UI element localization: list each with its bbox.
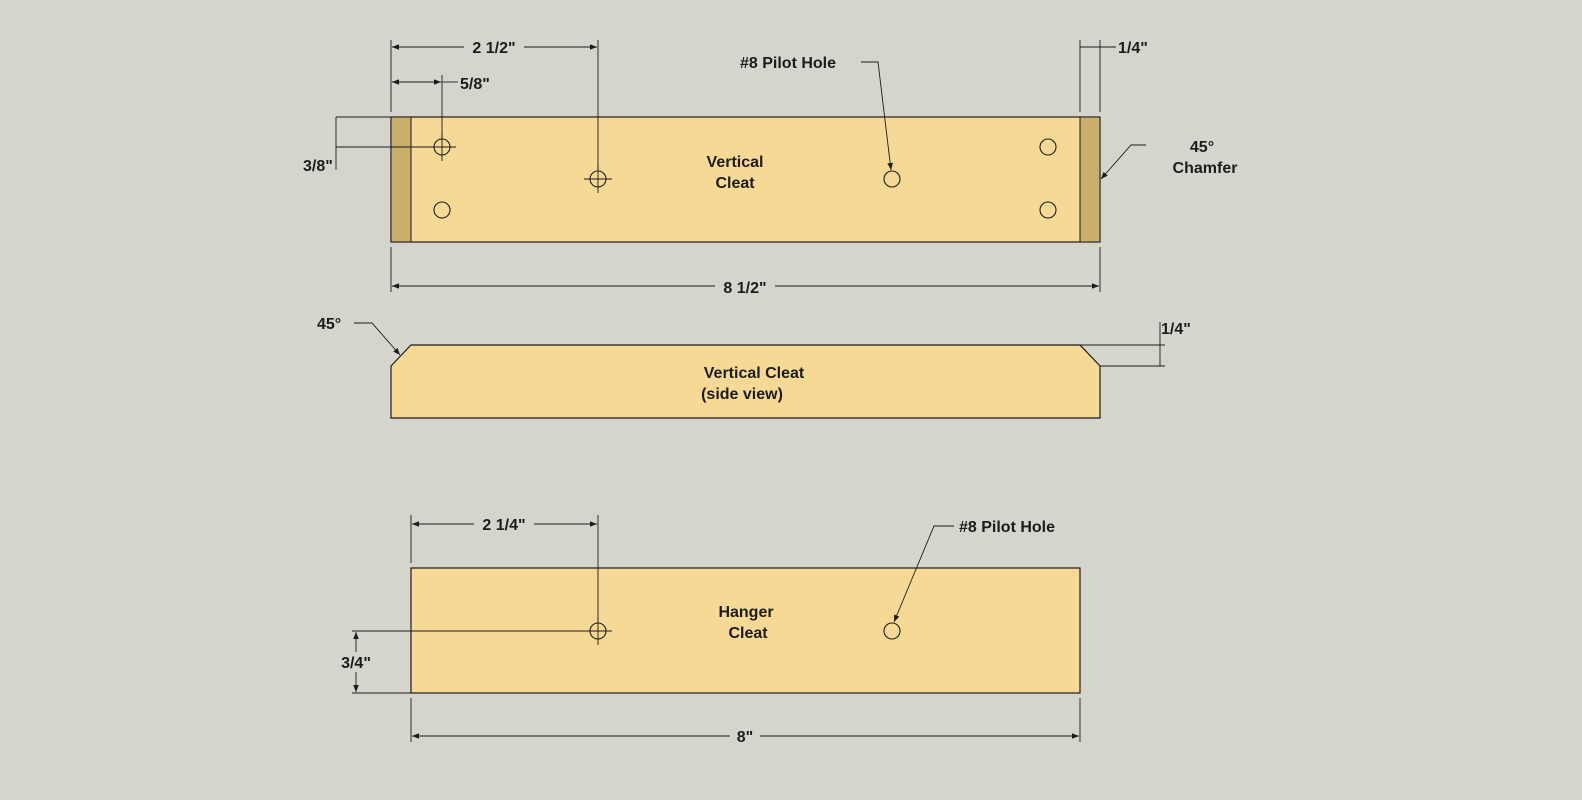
dim-chamfer-width-label: 1/4" [1118,40,1148,57]
dim-edge-hole-label: 5/8" [460,76,490,93]
hanger-cleat: Hanger Cleat 2 1/4" 3/4" 8" #8 Pilot Hol… [336,514,1081,746]
vertical-cleat-label: Vertical [707,154,764,171]
dim-hole-spacing-label: 2 1/2" [472,40,515,57]
dim-hole-offset-label: 3/8" [303,158,333,175]
side-view-label: Vertical Cleat [704,365,805,382]
side-view-label: (side view) [701,386,783,403]
angle-callout: 45° [317,316,341,333]
vertical-cleat-top-view: Vertical Cleat 2 1/2" 5/8" 3/8" 1/4" 8 1… [303,37,1237,297]
dim-hanger-height-label: 3/4" [341,655,371,672]
vertical-cleat-label: Cleat [715,175,755,192]
dim-length-label: 8 1/2" [723,280,766,297]
pilot-hole-callout: #8 Pilot Hole [740,55,836,72]
pilot-hole [433,201,451,219]
hanger-pilot-hole-callout: #8 Pilot Hole [959,519,1055,536]
hanger-cleat-board [410,567,1081,694]
chamfer-right [1079,116,1101,243]
vertical-cleat-board [390,116,1101,243]
pilot-hole [883,622,901,640]
dim-chamfer-depth-label: 1/4" [1161,321,1191,338]
vertical-cleat-side-view: Vertical Cleat (side view) 45° 1/4" [317,316,1191,419]
chamfer-left [390,116,412,243]
pilot-hole [1039,201,1057,219]
chamfer-callout: 45° [1190,139,1214,156]
dim-hanger-length-label: 8" [737,729,753,746]
pilot-hole [883,170,901,188]
hanger-cleat-label: Cleat [728,625,768,642]
hanger-cleat-label: Hanger [718,604,773,621]
chamfer-callout: Chamfer [1173,160,1238,177]
pilot-hole [1039,138,1057,156]
dim-hanger-hole-spacing-label: 2 1/4" [482,517,525,534]
